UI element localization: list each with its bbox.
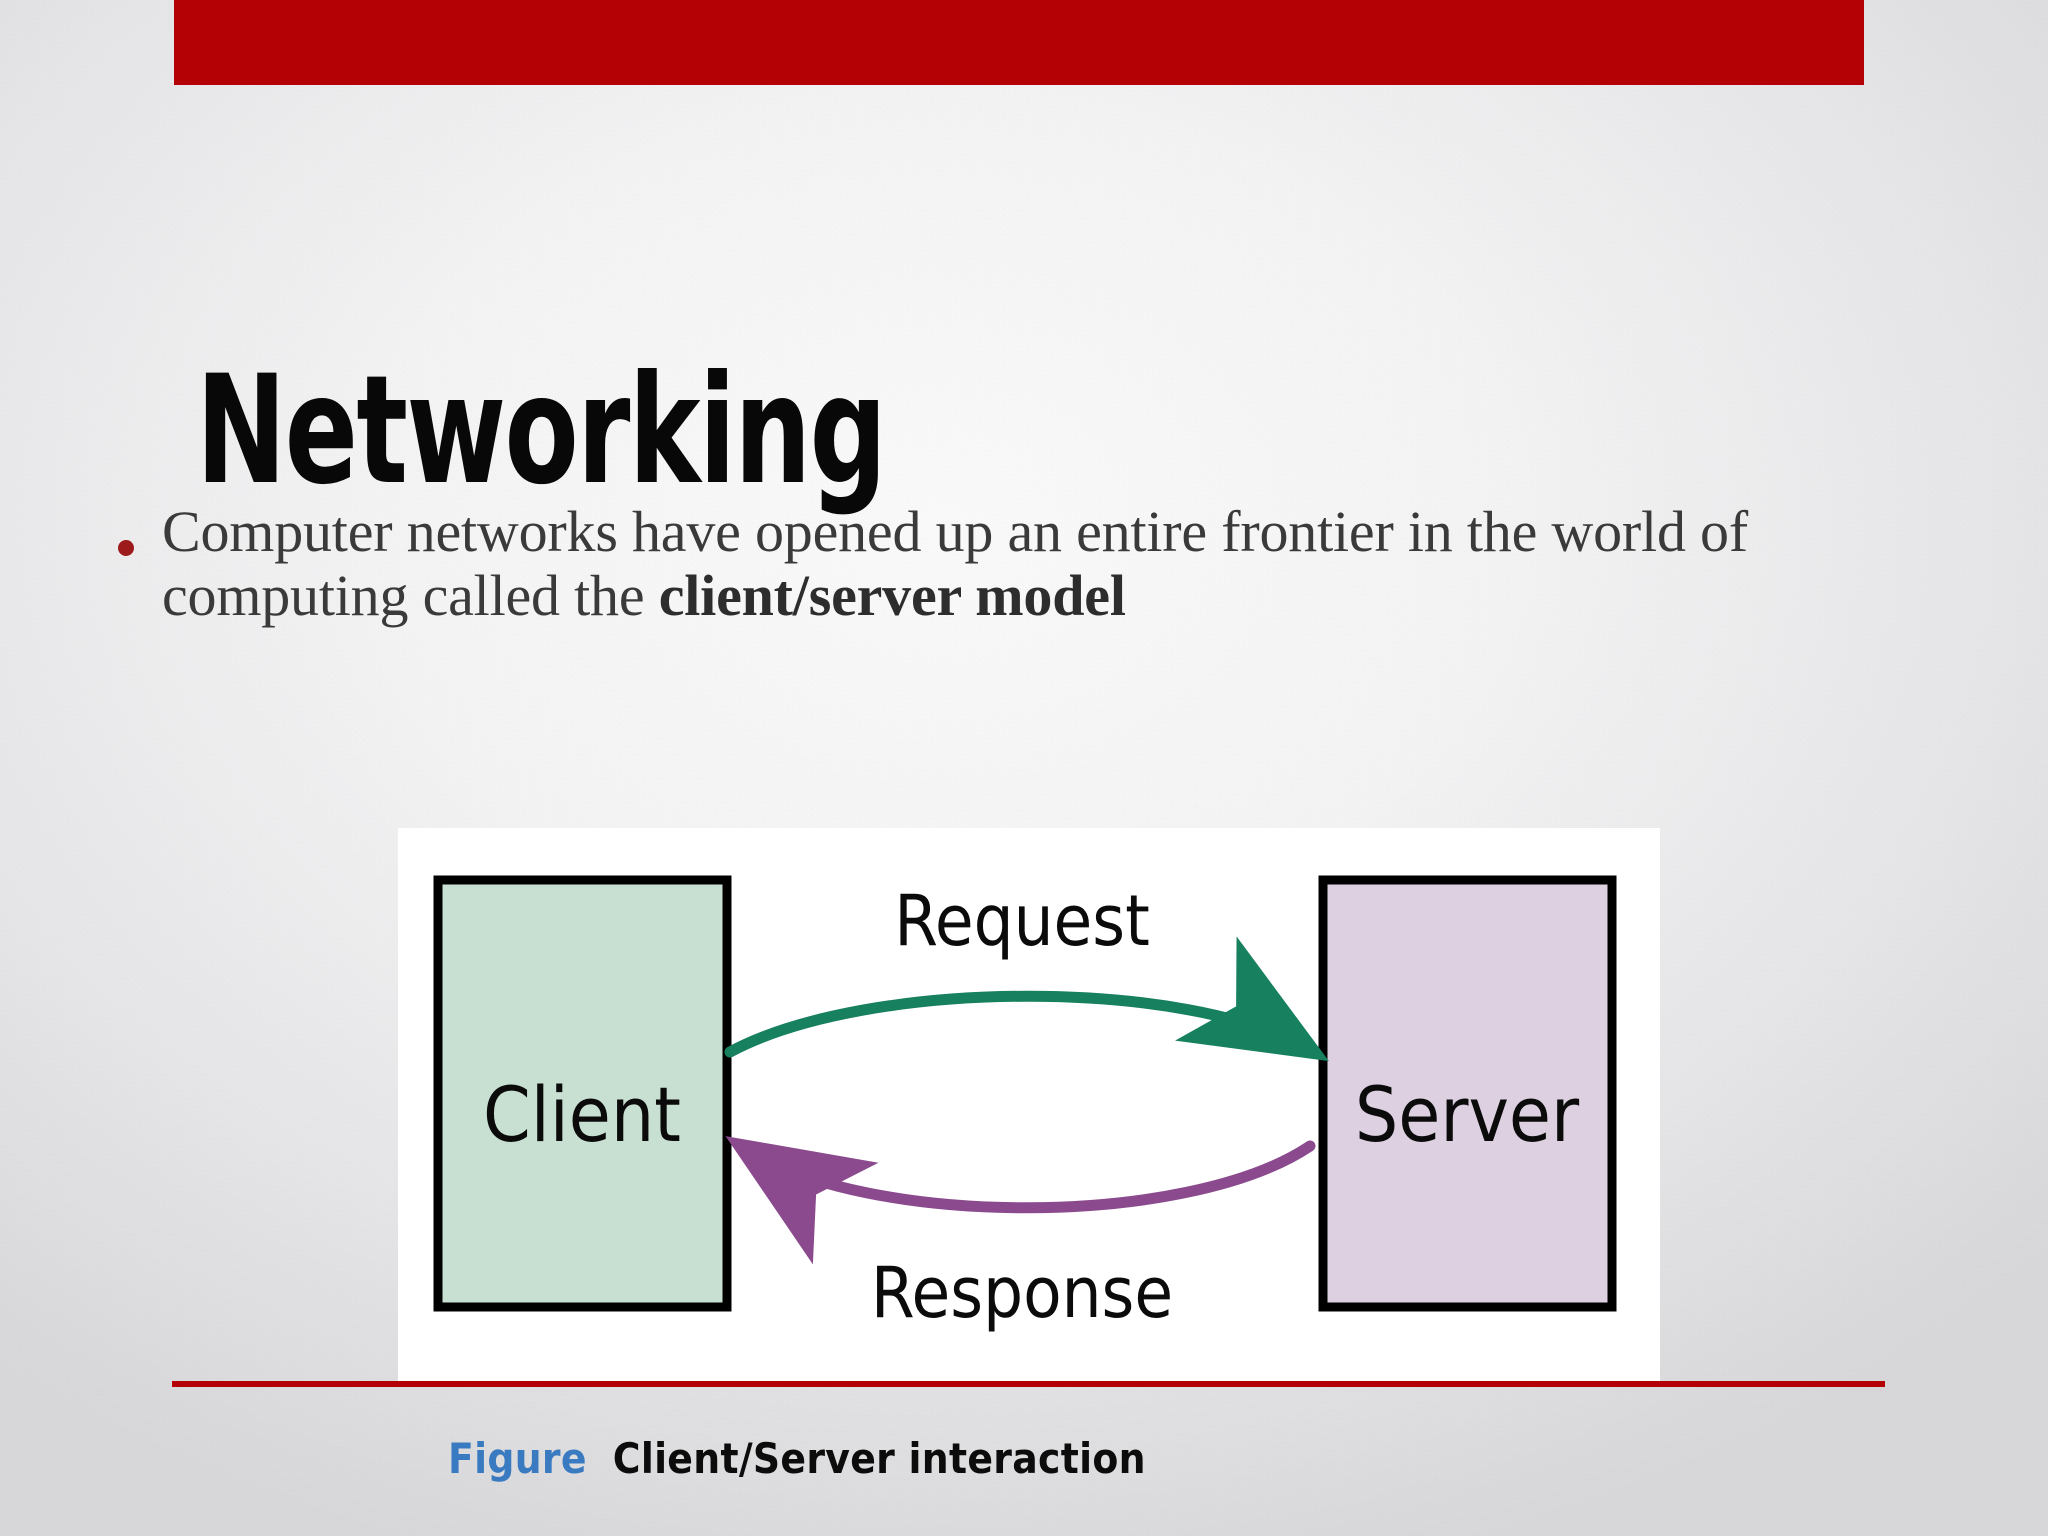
edge-response-label: Response <box>871 1252 1173 1334</box>
node-client-box <box>433 875 732 1312</box>
node-client-label: Client <box>483 1070 681 1159</box>
bottom-red-rule <box>172 1381 1885 1387</box>
top-red-banner <box>174 0 1864 85</box>
bullet-list: Computer networks have opened up an enti… <box>118 500 1908 628</box>
node-server-label: Server <box>1355 1070 1580 1159</box>
bullet-text-plain: Computer networks have opened up an enti… <box>162 499 1748 628</box>
figure-panel: Client Server Request Response <box>398 828 1660 1385</box>
bullet-text: Computer networks have opened up an enti… <box>162 500 1908 628</box>
edge-response-arrow <box>725 1136 1316 1265</box>
edge-request-arrow <box>724 936 1329 1062</box>
client-server-diagram: Client Server Request Response <box>433 875 1617 1334</box>
node-server-box <box>1318 875 1617 1312</box>
edge-request-label: Request <box>894 880 1150 962</box>
list-item: Computer networks have opened up an enti… <box>118 500 1908 628</box>
bullet-text-emphasis: client/server model <box>658 562 1126 628</box>
page-title: Networking <box>196 343 887 518</box>
figure-caption: Figure Client/Server interaction <box>448 1434 1146 1483</box>
figure-caption-title: Client/Server interaction <box>612 1434 1146 1483</box>
bullet-dot-icon <box>118 540 134 556</box>
figure-caption-label: Figure <box>448 1434 587 1483</box>
